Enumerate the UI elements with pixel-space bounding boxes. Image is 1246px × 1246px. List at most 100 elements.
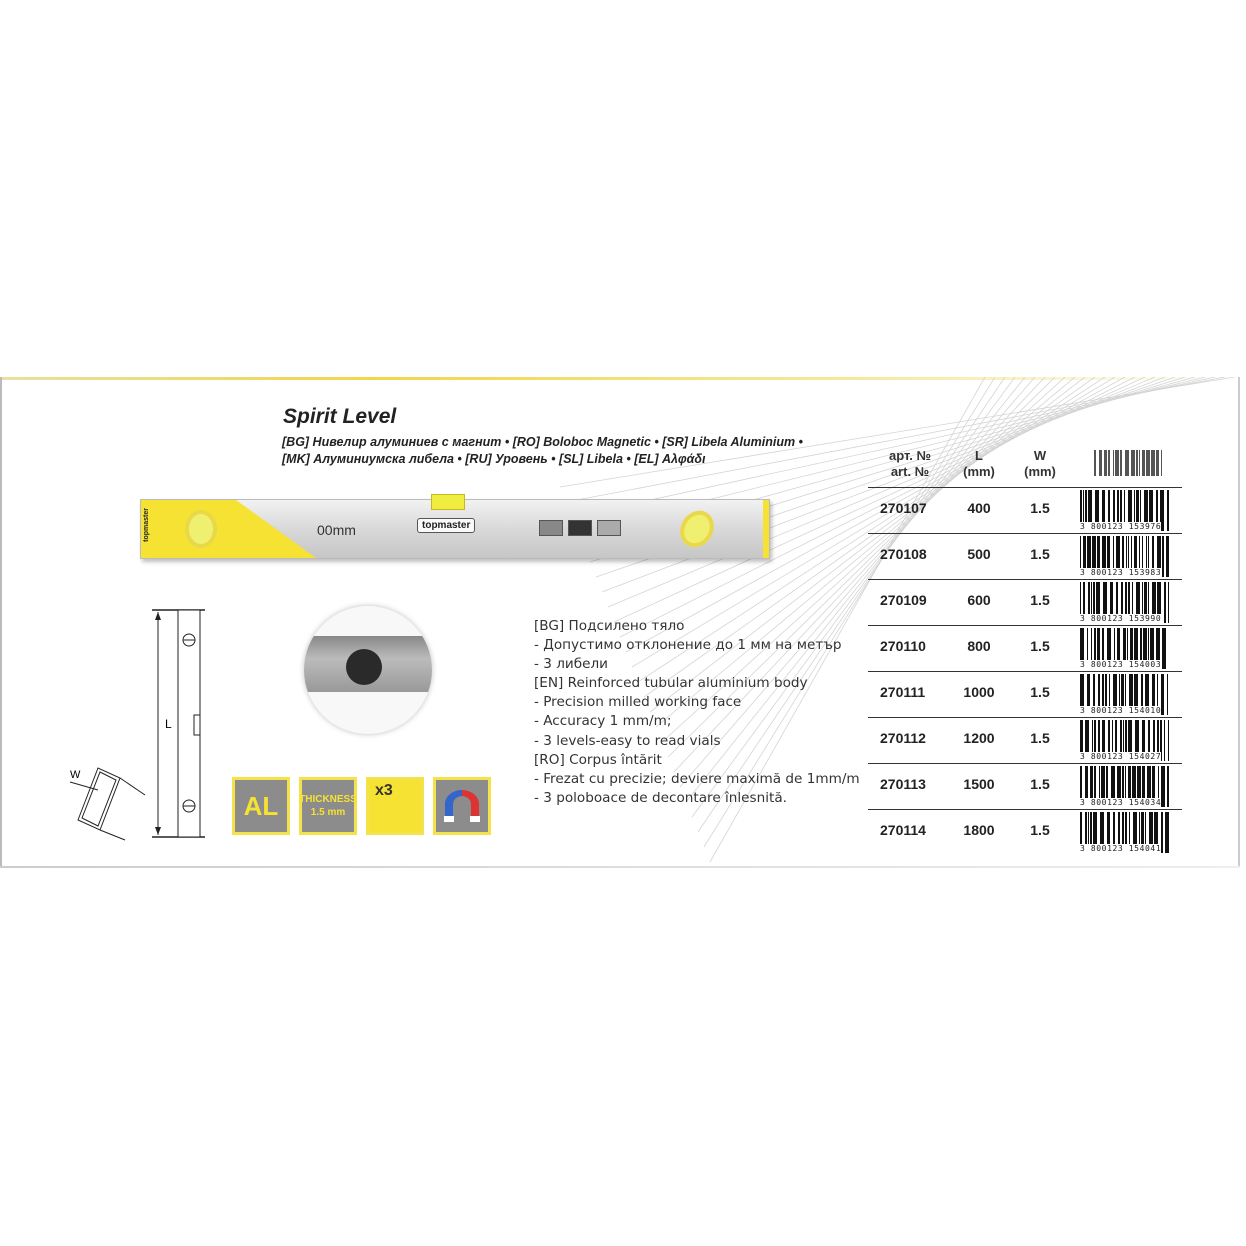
product-title: Spirit Level [283, 405, 397, 428]
barcode-bars [1080, 766, 1169, 807]
description-line: - 3 либели [534, 656, 608, 673]
three-vials-badge: x3 [366, 777, 424, 835]
description-line: - Frezat cu precizie; deviere maximă de … [534, 770, 860, 787]
length-label: L [165, 717, 172, 731]
decor-line [631, 377, 1116, 668]
brand-logo: topmaster [417, 518, 476, 533]
art-number: 270113 [880, 776, 926, 792]
feature-icon [597, 520, 621, 536]
barcode-bars [1080, 490, 1170, 531]
decor-line [625, 377, 1126, 653]
width-value: 1.5 [1030, 592, 1050, 608]
header-width: W(mm) [1015, 448, 1065, 480]
table-row: 270113 1500 1.5 3 800123 154034 [868, 763, 1182, 810]
description-line: - 3 poloboace de decontare înlesnită. [534, 789, 788, 806]
description-line: - Precision milled working face [534, 694, 742, 711]
decor-line [619, 377, 1136, 638]
decor-line [655, 377, 1076, 728]
dimension-drawing: L W [69, 609, 205, 841]
vial-icon [673, 504, 721, 554]
table-row: 270112 1200 1.5 3 800123 154027 [868, 717, 1182, 764]
barcode-number: 3 800123 153983 [1080, 568, 1162, 577]
decor-line [643, 377, 1096, 698]
magnet-icon [444, 790, 480, 822]
table-row: 270109 600 1.5 3 800123 153990 [868, 579, 1182, 626]
magnet-badge [433, 777, 491, 835]
barcode-bars [1080, 536, 1169, 577]
barcode-number: 3 800123 154041 [1080, 844, 1162, 853]
length-value: 800 [967, 638, 991, 654]
length-value: 1800 [963, 822, 995, 838]
top-accent-line [0, 377, 1240, 380]
decor-line [679, 377, 1036, 788]
header-length: L(mm) [954, 448, 1004, 480]
decor-line [703, 377, 996, 848]
barcode-number: 3 800123 154003 [1080, 660, 1162, 669]
barcode-number: 3 800123 154010 [1080, 706, 1162, 715]
decor-line [613, 377, 1146, 623]
width-label: W [70, 769, 81, 781]
barcode-header-icon [1094, 450, 1162, 476]
barcode: 3 800123 154027 [1080, 720, 1172, 761]
barcode-number: 3 800123 153990 [1080, 614, 1162, 623]
width-value: 1.5 [1030, 822, 1050, 838]
subtitle-line: [BG] Нивелир алуминиев с магнит • [RO] B… [282, 435, 803, 449]
table-row: 270110 800 1.5 3 800123 154003 [868, 625, 1182, 672]
description-line: [BG] Подсилено тяло [534, 618, 685, 634]
table-row: 270111 1000 1.5 3 800123 154010 [868, 671, 1182, 718]
magnet-closeup [304, 606, 432, 734]
width-value: 1.5 [1030, 500, 1050, 516]
decor-line [667, 377, 1056, 758]
header-w: W [1033, 448, 1047, 463]
level-size-label: 00mm [317, 522, 356, 538]
width-value: 1.5 [1030, 684, 1050, 700]
length-value: 1000 [963, 684, 995, 700]
barcode: 3 800123 154003 [1080, 628, 1169, 669]
header-art-bg: арт. № [889, 448, 931, 463]
aluminium-badge: AL [232, 777, 290, 835]
header-l: L [975, 448, 983, 463]
description-list: [BG] Подсилено тяло- Допустимо отклонени… [534, 617, 860, 808]
length-value: 1500 [963, 776, 995, 792]
decor-line [685, 377, 1026, 803]
description-line: [RO] Corpus întărit [534, 751, 662, 768]
magnet-icon [346, 649, 382, 685]
barcode: 3 800123 153976 [1080, 490, 1170, 531]
art-number: 270111 [880, 684, 926, 700]
yellow-label [141, 500, 316, 558]
art-number: 270109 [880, 592, 927, 608]
art-number: 270108 [880, 546, 927, 562]
product-subtitle: [BG] Нивелир алуминиев с магнит • [RO] B… [282, 434, 822, 468]
width-value: 1.5 [1030, 546, 1050, 562]
description-line: - 3 levels-easy to read vials [534, 732, 721, 749]
length-value: 600 [967, 592, 991, 608]
decor-line [637, 377, 1106, 683]
barcode: 3 800123 154010 [1080, 674, 1169, 715]
decor-line [697, 377, 1006, 833]
length-value: 1200 [963, 730, 995, 746]
feature-icon [568, 520, 592, 536]
thickness-badge: THICKNESS 1.5 mm [299, 777, 357, 835]
side-brand-text: topmaster [143, 508, 150, 542]
decor-line [691, 377, 1016, 818]
table-row: 270107 400 1.5 3 800123 153976 [868, 487, 1182, 534]
art-number: 270112 [880, 730, 926, 746]
table-row: 270114 1800 1.5 3 800123 154041 [868, 809, 1182, 856]
art-number: 270114 [880, 822, 926, 838]
spirit-level-photo: topmaster 00mm topmaster [140, 494, 770, 559]
art-number: 270110 [880, 638, 926, 654]
table-row: 270108 500 1.5 3 800123 153983 [868, 533, 1182, 580]
decor-line [607, 377, 1156, 608]
bottom-line [0, 866, 1240, 868]
header-art-en: art. № [890, 464, 930, 479]
header-l-unit: (mm) [963, 464, 995, 479]
barcode-bars [1080, 674, 1168, 715]
end-cap [763, 500, 769, 558]
width-value: 1.5 [1030, 776, 1050, 792]
top-vial-icon [431, 494, 465, 510]
barcode-number: 3 800123 154027 [1080, 752, 1162, 761]
barcode: 3 800123 154034 [1080, 766, 1169, 807]
decor-line [673, 377, 1046, 773]
barcode-bars [1080, 628, 1166, 669]
